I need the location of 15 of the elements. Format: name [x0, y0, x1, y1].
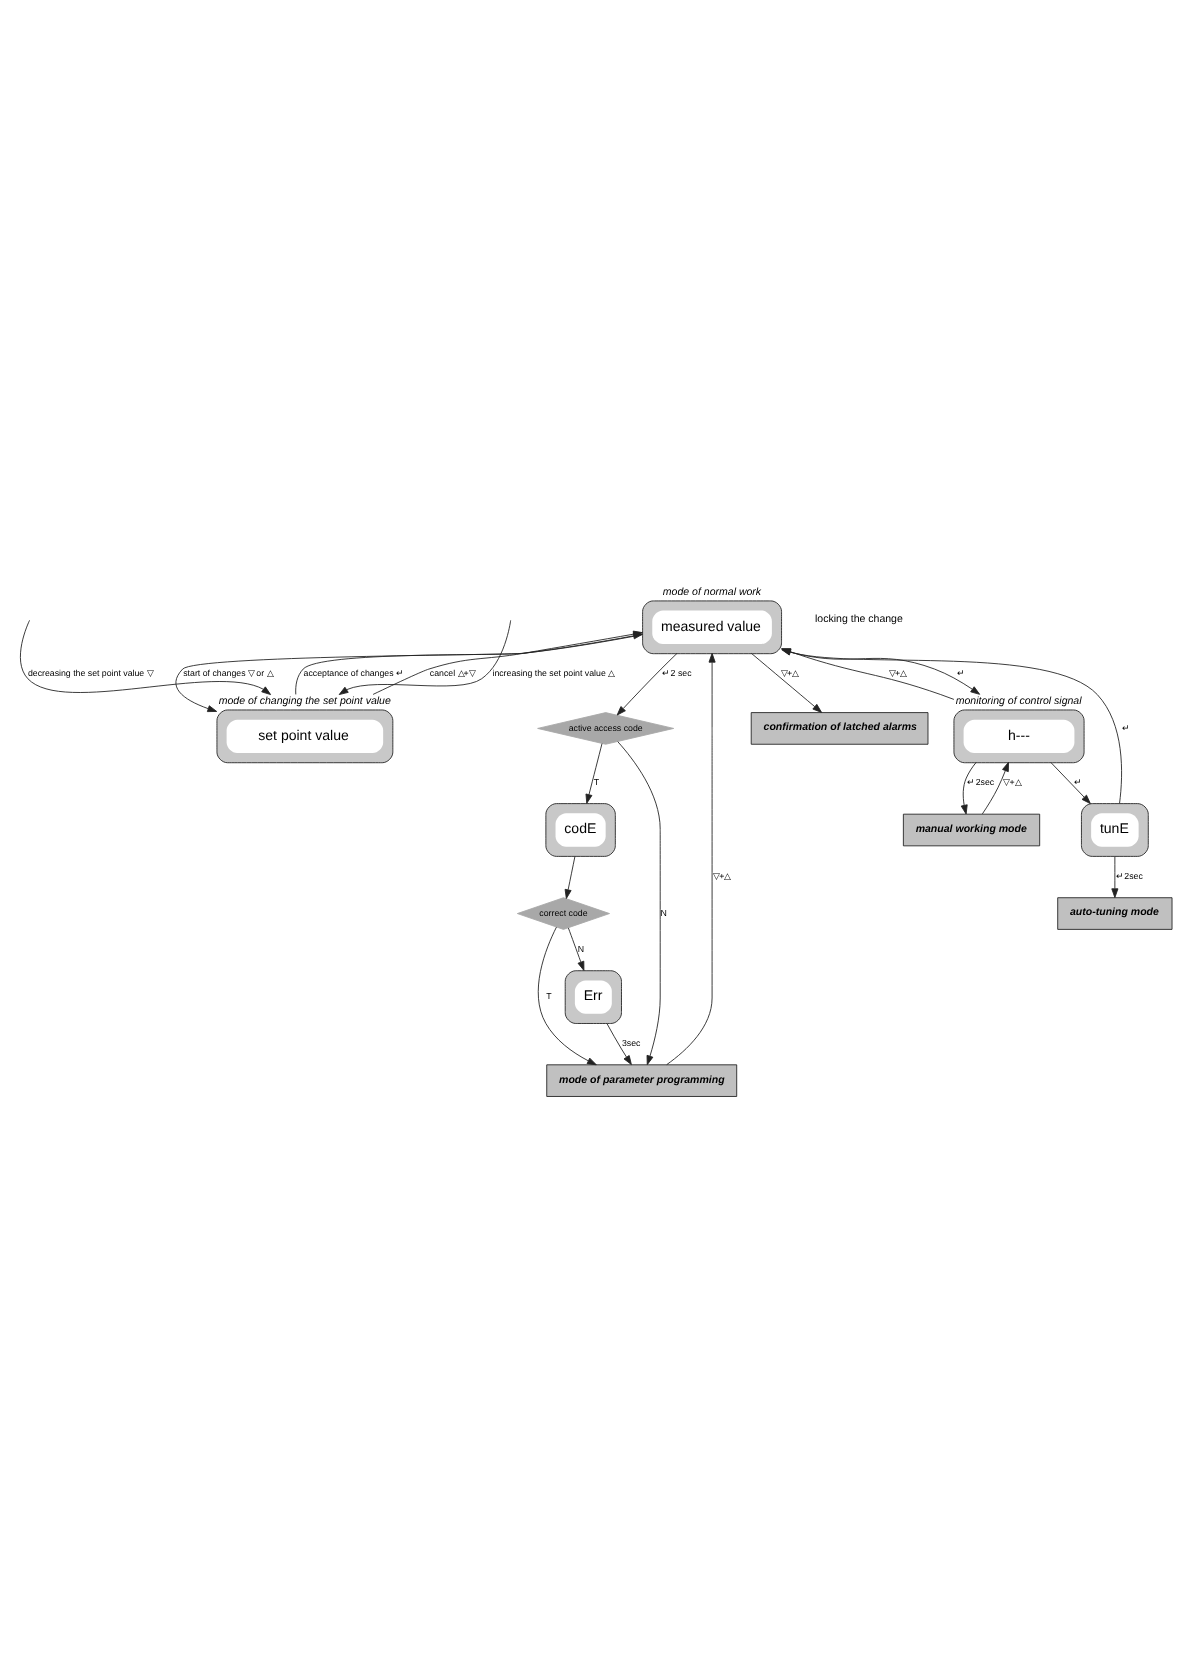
- arrow: [606, 1022, 632, 1064]
- arrow: [338, 618, 512, 694]
- arrow: [19, 618, 272, 694]
- arrow: [567, 926, 585, 970]
- arrow: [1050, 761, 1091, 804]
- arrow: [564, 855, 576, 898]
- arrow: [981, 760, 1009, 814]
- arrow: [616, 651, 678, 715]
- arrow: [960, 761, 977, 814]
- arrow: [1111, 855, 1119, 898]
- arrow: [666, 651, 716, 1065]
- arrow: [585, 742, 603, 803]
- arrow: [537, 925, 597, 1065]
- arrow: [617, 740, 661, 1065]
- arrow: [750, 651, 822, 712]
